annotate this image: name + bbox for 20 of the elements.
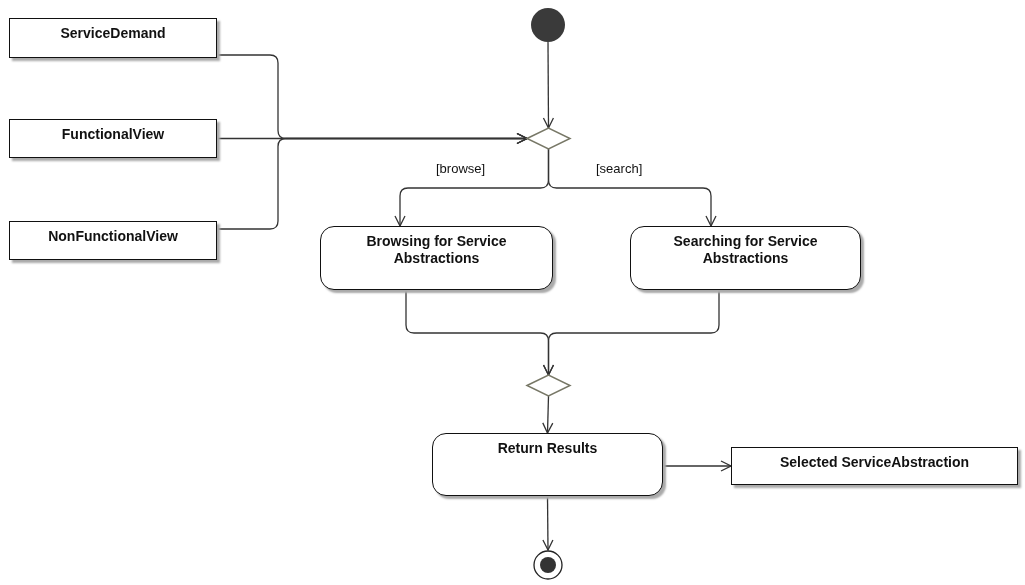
guard-label: [search] (594, 161, 645, 176)
action-box: Browsing for Service Abstractions (320, 226, 553, 290)
arrow (662, 460, 732, 472)
arrow (542, 395, 554, 434)
arrow (542, 289, 720, 376)
arrow (542, 41, 555, 129)
arrow (542, 495, 554, 551)
decision-diamond (527, 128, 570, 149)
decision-diamond (527, 375, 570, 396)
object-node: ServiceDemand (9, 18, 217, 58)
arrow (216, 132, 528, 230)
object-node: FunctionalView (9, 119, 217, 158)
object-node: NonFunctionalView (9, 221, 217, 260)
object-node: Selected ServiceAbstraction (731, 447, 1018, 485)
final-node (533, 550, 563, 580)
initial-node (531, 8, 565, 42)
guard-label: [browse] (434, 161, 488, 176)
action-box: Return Results (432, 433, 663, 496)
arrow (547, 148, 717, 227)
action-box: Searching for Service Abstractions (630, 226, 861, 290)
